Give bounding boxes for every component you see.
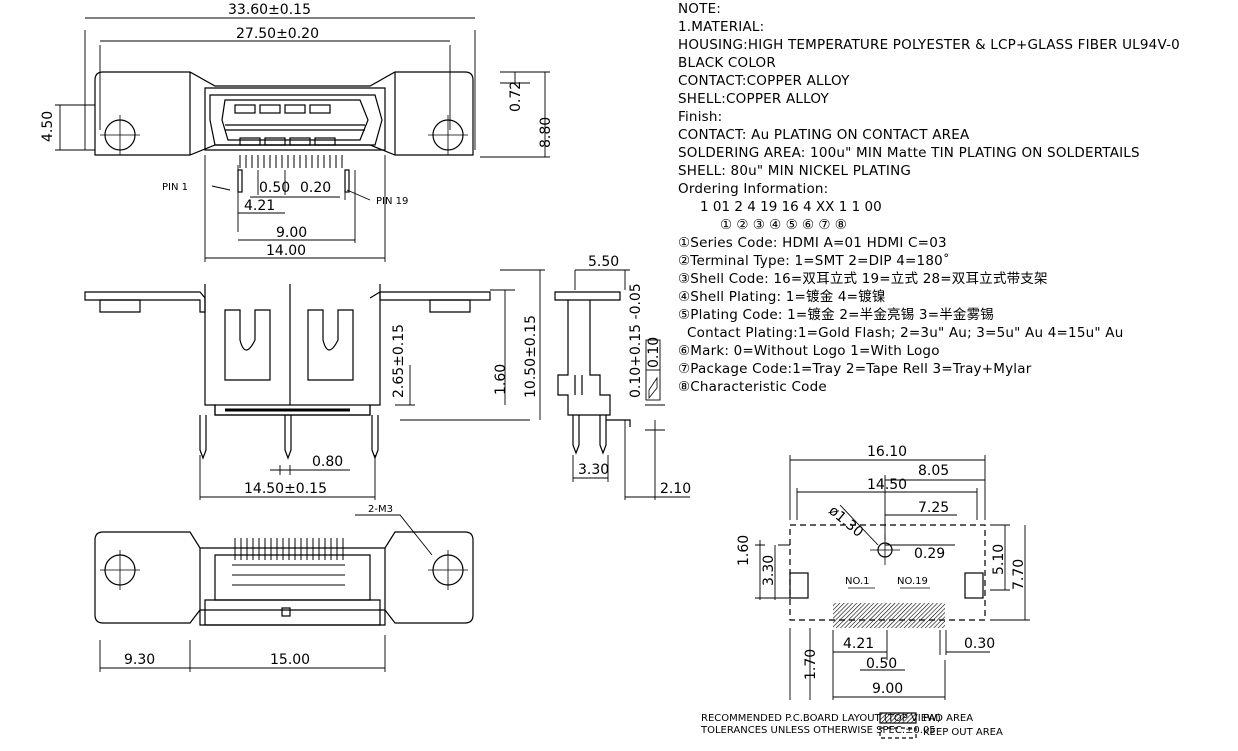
legend-keepout-label: KEEP OUT AREA xyxy=(923,727,1003,738)
label-no-1: NO.1 xyxy=(845,576,870,587)
keepout-swatch xyxy=(879,727,917,739)
code-line: ②Terminal Type: 1=SMT 2=DIP 4=180˚ xyxy=(678,253,950,269)
code-line: ⑧Characteristic Code xyxy=(678,379,827,395)
dim-bottom-9-30: 9.30 xyxy=(124,652,155,668)
dim-top-0-20: 0.20 xyxy=(300,180,331,196)
note-line: NOTE: xyxy=(678,1,722,17)
label-no-19: NO.19 xyxy=(897,576,928,587)
code-line: Contact Plating:1=Gold Flash; 2=3u" Au; … xyxy=(678,325,1124,341)
note-line: SHELL: 80u" MIN NICKEL PLATING xyxy=(678,163,912,179)
dim-side-0-10-tol: 0.10+0.15 -0.05 xyxy=(628,283,644,398)
dim-side-3-30: 3.30 xyxy=(578,462,609,478)
code-line: ④Shell Plating: 1=镀金 4=镀镍 xyxy=(678,289,886,305)
notes-panel: NOTE: 1.MATERIAL: HOUSING:HIGH TEMPERATU… xyxy=(678,0,1238,410)
dim-pcb-7-25: 7.25 xyxy=(918,500,949,516)
dim-side-2-10: 2.10 xyxy=(660,481,691,497)
dim-front-0-80: 0.80 xyxy=(312,454,343,470)
code-line: ③Shell Code: 16=双耳立式 19=立式 28=双耳立式带支架 xyxy=(678,271,1048,287)
dim-top-27-50: 27.50±0.20 xyxy=(236,26,319,42)
dim-top-4-50: 4.50 xyxy=(40,111,56,142)
bottom-view xyxy=(94,514,474,672)
legend: RECOMMENDED P.C.BOARD LAYOUT (TOP VIEW) … xyxy=(701,713,1238,738)
label-pin-1: PIN 1 xyxy=(162,182,188,193)
dim-top-4-21: 4.21 xyxy=(244,198,275,214)
dim-pcb-hole-dia: ø1.30 xyxy=(825,503,866,541)
note-line: BLACK COLOR xyxy=(678,55,776,71)
front-view xyxy=(84,269,545,500)
dim-pcb-0-30: 0.30 xyxy=(964,636,995,652)
dim-pcb-0-29: 0.29 xyxy=(914,546,945,562)
side-view xyxy=(554,269,690,500)
legend-line-1: RECOMMENDED P.C.BOARD LAYOUT (TOP VIEW) xyxy=(701,713,941,724)
legend-line-2: TOLERANCES UNLESS OTHERWISE SPEC.±0.05 xyxy=(701,725,936,736)
note-line: 1.MATERIAL: xyxy=(678,19,765,35)
dim-bottom-15-00: 15.00 xyxy=(270,652,310,668)
dim-pcb-16-10: 16.10 xyxy=(867,444,907,460)
dim-pcb-14-50: 14.50 xyxy=(867,477,907,493)
note-line: CONTACT: Au PLATING ON CONTACT AREA xyxy=(678,127,970,143)
dim-side-5-50: 5.50 xyxy=(588,254,619,270)
note-line: SHELL:COPPER ALLOY xyxy=(678,91,829,107)
dim-pcb-3-30: 3.30 xyxy=(761,555,777,586)
note-line: Finish: xyxy=(678,109,723,125)
pcb-layout xyxy=(755,455,1030,700)
dim-front-1-60: 1.60 xyxy=(493,364,509,395)
dim-top-33-60: 33.60±0.15 xyxy=(228,2,311,18)
code-line: ①Series Code: HDMI A=01 HDMI C=03 xyxy=(678,235,947,251)
code-line: ⑦Package Code:1=Tray 2=Tape Rell 3=Tray+… xyxy=(678,361,1032,377)
dim-front-10-50: 10.50±0.15 xyxy=(523,315,539,398)
dim-side-0-10-box: 0.10 xyxy=(646,337,662,368)
note-line: CONTACT:COPPER ALLOY xyxy=(678,73,850,89)
dim-top-9-00: 9.00 xyxy=(276,225,307,241)
code-line: ⑥Mark: 0=Without Logo 1=With Logo xyxy=(678,343,940,359)
ordering-code: 1 01 2 4 19 16 4 XX 1 1 00 xyxy=(700,199,882,215)
note-line: Ordering Information: xyxy=(678,181,829,197)
legend-pad-label: PAD AREA xyxy=(923,713,974,724)
dim-pcb-9-00: 9.00 xyxy=(872,681,903,697)
dim-top-14-00: 14.00 xyxy=(266,243,306,259)
top-view xyxy=(55,17,550,262)
dim-pcb-1-60: 1.60 xyxy=(736,535,752,566)
pad-area-swatch xyxy=(879,712,917,724)
dim-pcb-8-05: 8.05 xyxy=(918,463,949,479)
dim-pcb-4-21: 4.21 xyxy=(843,636,874,652)
dim-front-14-50: 14.50±0.15 xyxy=(244,481,327,497)
ordering-marks: ① ② ③ ④ ⑤ ⑥ ⑦ ⑧ xyxy=(720,217,847,233)
label-pin-19: PIN 19 xyxy=(376,196,408,207)
note-line: SOLDERING AREA: 100u" MIN Matte TIN PLAT… xyxy=(678,145,1140,161)
dim-top-0-50: 0.50 xyxy=(259,180,290,196)
dim-top-8-80: 8.80 xyxy=(538,117,554,148)
dim-pcb-1-70: 1.70 xyxy=(803,649,819,680)
code-line: ⑤Plating Code: 1=镀金 2=半金亮锡 3=半金雾锡 xyxy=(678,307,995,323)
dim-top-0-72: 0.72 xyxy=(508,81,524,112)
dim-front-2-65: 2.65±0.15 xyxy=(391,324,407,398)
label-2-m3: 2-M3 xyxy=(368,504,393,515)
dim-pcb-0-50: 0.50 xyxy=(866,656,897,672)
note-line: HOUSING:HIGH TEMPERATURE POLYESTER & LCP… xyxy=(678,37,1180,53)
dim-pcb-7-70: 7.70 xyxy=(1011,559,1027,590)
dim-pcb-5-10: 5.10 xyxy=(991,544,1007,575)
